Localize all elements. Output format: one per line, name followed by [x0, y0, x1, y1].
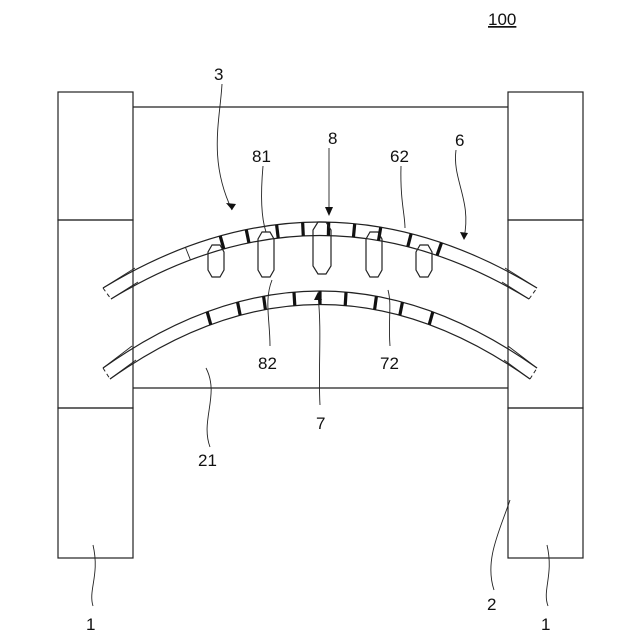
lower-strip-mark: [375, 296, 377, 309]
label-81: 81: [252, 147, 271, 166]
upper-arc-strip: [103, 222, 537, 299]
right-support-block: [508, 92, 583, 558]
left-support-block: [58, 92, 133, 558]
lower-strip-mark: [264, 296, 266, 309]
upper-strip-mark: [437, 243, 441, 256]
label-82: 82: [258, 354, 277, 373]
upper-strip-mark: [277, 225, 279, 238]
base-plate: [133, 107, 508, 388]
label-6: 6: [455, 131, 464, 150]
label-8: 8: [328, 129, 337, 148]
label-21: 21: [198, 451, 217, 470]
upper-strip-mark: [303, 222, 304, 235]
upper-strip-mark: [185, 247, 190, 260]
lower-strip-mark: [345, 292, 346, 305]
label-62: 62: [390, 147, 409, 166]
label-2: 2: [487, 595, 496, 614]
label-1-left: 1: [86, 615, 95, 634]
label-72: 72: [380, 354, 399, 373]
lower-strip-mark: [400, 302, 403, 315]
lower-strip-mark: [294, 292, 295, 305]
lower-strip-mark: [207, 312, 211, 325]
label-7: 7: [316, 414, 325, 433]
upper-strip-mark: [246, 230, 249, 243]
figure-number: 100: [488, 10, 516, 29]
lower-strip-mark: [238, 302, 241, 315]
lower-strip-mark: [429, 312, 433, 325]
upper-strip-mark: [408, 234, 411, 247]
upper-strip-mark: [353, 224, 354, 237]
leader-lines: [92, 84, 550, 606]
label-3: 3: [214, 65, 223, 84]
label-1-right: 1: [541, 615, 550, 634]
